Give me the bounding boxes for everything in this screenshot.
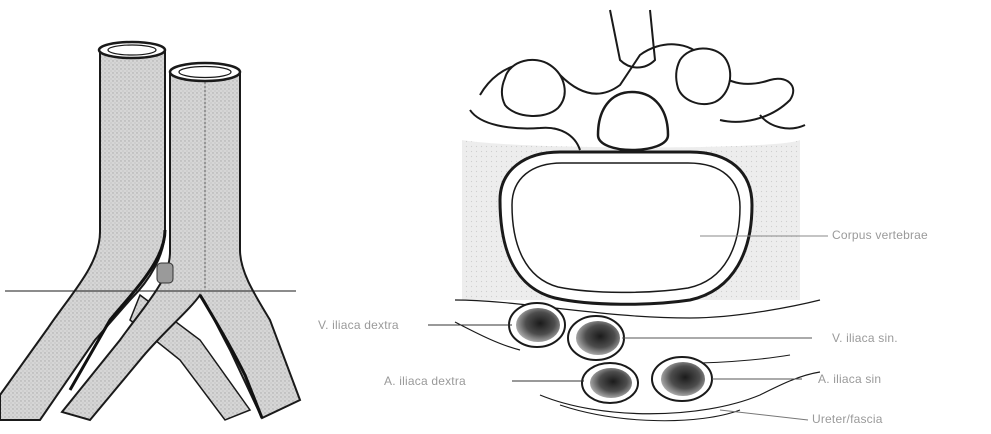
label-a-iliaca-sin: A. iliaca sin [818,372,881,386]
vessel-v-iliaca-sin [568,316,624,360]
back-vessel [0,52,165,420]
vessel-v-iliaca-dextra [509,303,565,347]
label-bottom: Ureter/fascia [812,412,883,426]
label-corpus-vertebrae: Corpus vertebrae [832,228,928,242]
vessel-bifurcation [0,42,300,420]
vessel-a-iliaca-sin [652,357,712,401]
label-v-iliaca-sin: V. iliaca sin. [832,331,898,345]
cross-section [428,10,828,421]
label-a-iliaca-dextra: A. iliaca dextra [384,374,466,388]
vessel-a-iliaca-dextra [582,363,638,403]
junction-patch [157,263,173,283]
leader-bottom [720,410,808,420]
vertebral-arch [610,10,655,68]
spinal-canal [598,92,668,150]
label-v-iliaca-dextra: V. iliaca dextra [318,318,399,332]
